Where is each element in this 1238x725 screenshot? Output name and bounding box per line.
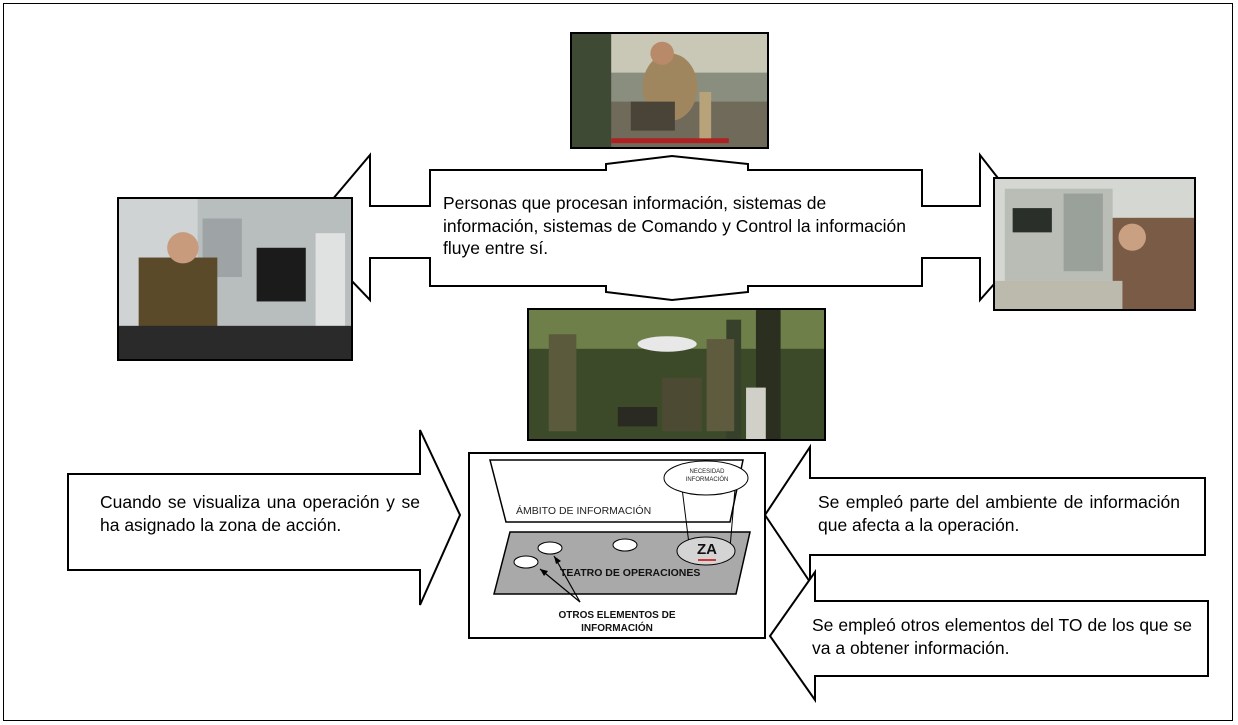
left-callout-arrow [67, 429, 462, 606]
right-photo [993, 177, 1196, 311]
center-photo [527, 308, 826, 441]
ambito-label: ÁMBITO DE INFORMACIÓN [516, 505, 652, 517]
za-ellipse [676, 536, 736, 566]
central-four-way-arrow [303, 152, 1042, 303]
element-ellipse-2 [612, 538, 638, 552]
left-arrow-text: Cuando se visualiza una operación y se h… [100, 492, 420, 535]
element-ellipse-1 [537, 541, 563, 555]
left-photo [117, 197, 353, 361]
teatro-label: TEATRO DE OPERACIONES [560, 567, 701, 579]
necesidad-label: NECESIDAD INFORMACIÓN [685, 469, 729, 483]
center-arrow-text: Personas que procesan información, siste… [443, 193, 906, 258]
top-photo [570, 32, 769, 149]
za-label: ZA [697, 541, 717, 558]
information-diagram [468, 452, 766, 639]
right-bottom-arrow-text: Se empleó otros elementos del TO de los … [812, 615, 1192, 658]
element-ellipse-3 [513, 555, 539, 569]
necesidad-ellipse [663, 460, 749, 496]
right-bottom-callout-arrow [768, 568, 1209, 704]
right-top-arrow-text: Se empleó parte del ambiente de informac… [818, 492, 1180, 535]
otros-label: OTROS ELEMENTOS DE INFORMACIÓN [558, 610, 676, 634]
right-top-callout-arrow [763, 443, 1206, 586]
